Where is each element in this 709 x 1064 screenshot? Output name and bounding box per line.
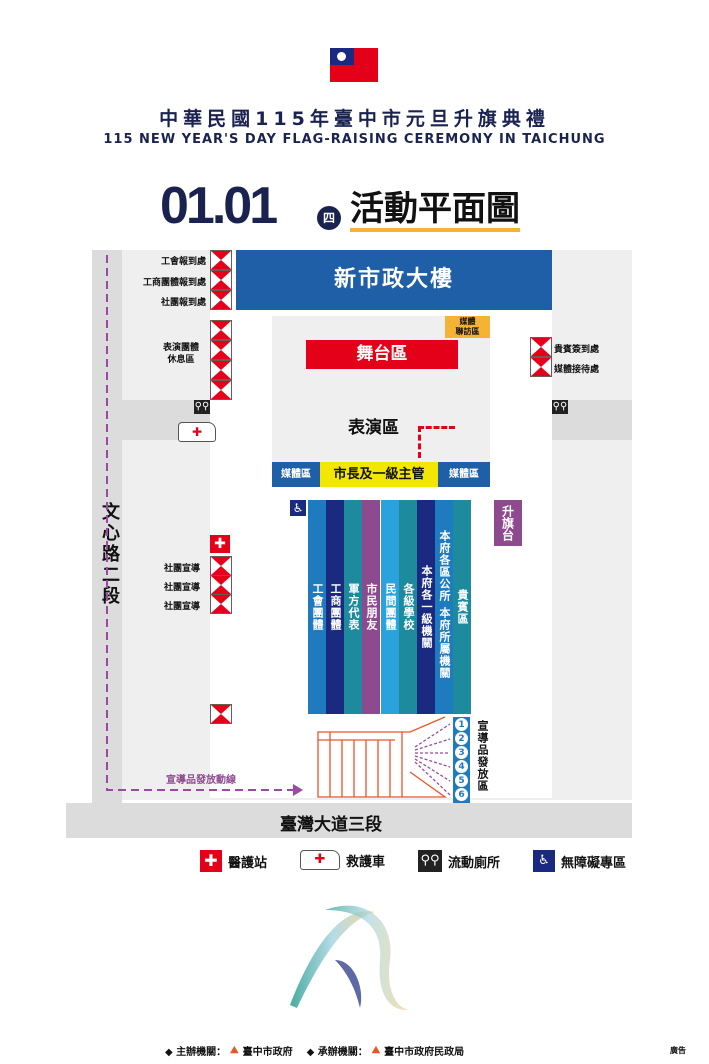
mayor-area: 市長及一級主管	[320, 462, 438, 487]
seat-citizens: 市民朋友	[362, 500, 380, 714]
road-left-label: 文心路二段	[99, 502, 120, 607]
rest-area-label: 表演團體 休息區	[163, 342, 199, 366]
ambulance-icon: ✚	[178, 422, 216, 442]
club-promo-label: 社團宣導	[164, 564, 201, 574]
taichung-logo-icon: ⛰	[230, 1045, 239, 1056]
vip-checkin-marker	[530, 337, 552, 357]
stage-area: 舞台區	[306, 340, 458, 369]
media-reception-marker	[530, 357, 552, 377]
host-name: 臺中市政府	[242, 1047, 293, 1058]
title-zh: 中華民國115年臺中市元旦升旗典禮	[159, 108, 550, 130]
distribution-3: 3	[455, 746, 468, 759]
business-checkin-label: 工商團體報到處	[142, 278, 206, 288]
rest-area-line2: 休息區	[167, 355, 195, 365]
toilet-icon: ⚲⚲	[194, 400, 210, 414]
seat-district-offices: 本府各區公所 本府所屬機關	[435, 500, 453, 714]
vip-checkin-label: 貴賓簽到處	[554, 345, 600, 355]
footer: ◆ 主辦機關： ⛰ 臺中市政府 ◆ 承辦機關： ⛰ 臺中市政府民政局	[165, 1043, 464, 1058]
organizer-name: 臺中市政府民政局	[384, 1047, 465, 1058]
media-area-right: 媒體區	[438, 462, 490, 487]
media-interview-area: 媒體 聯訪區	[445, 316, 490, 338]
taichung-logo-icon: ⛰	[371, 1045, 381, 1056]
distribution-route	[106, 255, 303, 796]
legend-ambulance-label: 救護車	[346, 854, 386, 870]
checkin-marker	[210, 270, 232, 290]
legend-first-aid: ✚ 醫護站	[200, 850, 267, 872]
checkin-marker	[210, 290, 232, 310]
media-interview-line2: 聯訪區	[455, 327, 480, 336]
distribution-label: 宣導品發放區	[476, 720, 489, 792]
route-label: 宣導品發放動線	[166, 775, 236, 786]
promo-marker	[210, 575, 232, 595]
first-aid-icon: ✚	[210, 535, 230, 553]
legend-first-aid-label: 醫護站	[228, 855, 268, 871]
distribution-5: 5	[455, 774, 468, 787]
seat-vip: 貴賓區	[453, 500, 471, 714]
ad-label: 廣告	[670, 1046, 686, 1055]
union-checkin-label: 工會報到處	[160, 257, 206, 267]
rest-marker	[210, 380, 232, 400]
rest-marker	[210, 320, 232, 340]
city-hall-building: 新市政大樓	[236, 250, 552, 310]
club-checkin-label: 社團報到處	[160, 298, 206, 308]
legend-toilet-label: 流動廁所	[448, 855, 501, 871]
club-promo-label: 社團宣導	[164, 583, 201, 593]
first-aid-icon: ✚	[200, 850, 222, 872]
rest-marker	[210, 340, 232, 360]
road-bottom	[66, 803, 632, 838]
promo-marker	[210, 594, 232, 614]
legend-ambulance: ✚ 救護車	[300, 850, 385, 870]
media-reception-label: 媒體接待處	[554, 365, 600, 375]
wheelchair-icon: ♿	[290, 500, 306, 516]
event-date: 01.01	[160, 177, 278, 235]
distribution-2: 2	[455, 732, 468, 745]
road-bottom-label: 臺灣大道三段	[280, 815, 382, 835]
ambulance-icon: ✚	[300, 850, 340, 870]
performance-route	[418, 426, 455, 458]
distribution-numbers: 1 2 3 4 5 6	[453, 717, 470, 803]
club-promo-label: 社團宣導	[164, 602, 201, 612]
media-interview-line1: 媒體	[459, 317, 476, 326]
toilet-icon: ⚲⚲	[552, 400, 568, 414]
wheelchair-icon: ♿	[533, 850, 555, 872]
organizer-label: ◆ 承辦機關：	[306, 1047, 368, 1058]
map-title: 活動平面圖	[350, 190, 520, 232]
flag-stage: 升旗台	[494, 500, 522, 546]
marker	[210, 704, 232, 724]
legend-toilet: ⚲⚲ 流動廁所	[418, 850, 500, 872]
distribution-queue	[317, 716, 451, 798]
ceremony-logo	[290, 905, 410, 1011]
checkin-marker	[210, 250, 232, 270]
legend-accessible-label: 無障礙專區	[561, 855, 627, 871]
rest-area-line1: 表演團體	[163, 343, 200, 353]
seat-agencies: 本府各一級機關	[417, 500, 435, 714]
distribution-6: 6	[455, 788, 468, 801]
seat-military: 軍方代表	[344, 500, 362, 714]
seat-business: 工商團體	[326, 500, 344, 714]
legend-accessible: ♿ 無障礙專區	[533, 850, 626, 872]
distribution-1: 1	[455, 718, 468, 731]
host-label: ◆ 主辦機關：	[165, 1047, 227, 1058]
roc-flag	[330, 48, 378, 82]
seat-civic-groups: 民間團體	[381, 500, 399, 714]
seat-union: 工會團體	[308, 500, 326, 714]
distribution-4: 4	[455, 760, 468, 773]
rest-marker	[210, 360, 232, 380]
weekday-badge: 四	[317, 206, 341, 230]
media-area-left: 媒體區	[272, 462, 320, 487]
title-en: 115 NEW YEAR'S DAY FLAG-RAISING CEREMONY…	[103, 132, 606, 147]
toilet-icon: ⚲⚲	[418, 850, 442, 872]
seat-schools: 各級學校	[399, 500, 417, 714]
performance-label: 表演區	[348, 418, 399, 438]
